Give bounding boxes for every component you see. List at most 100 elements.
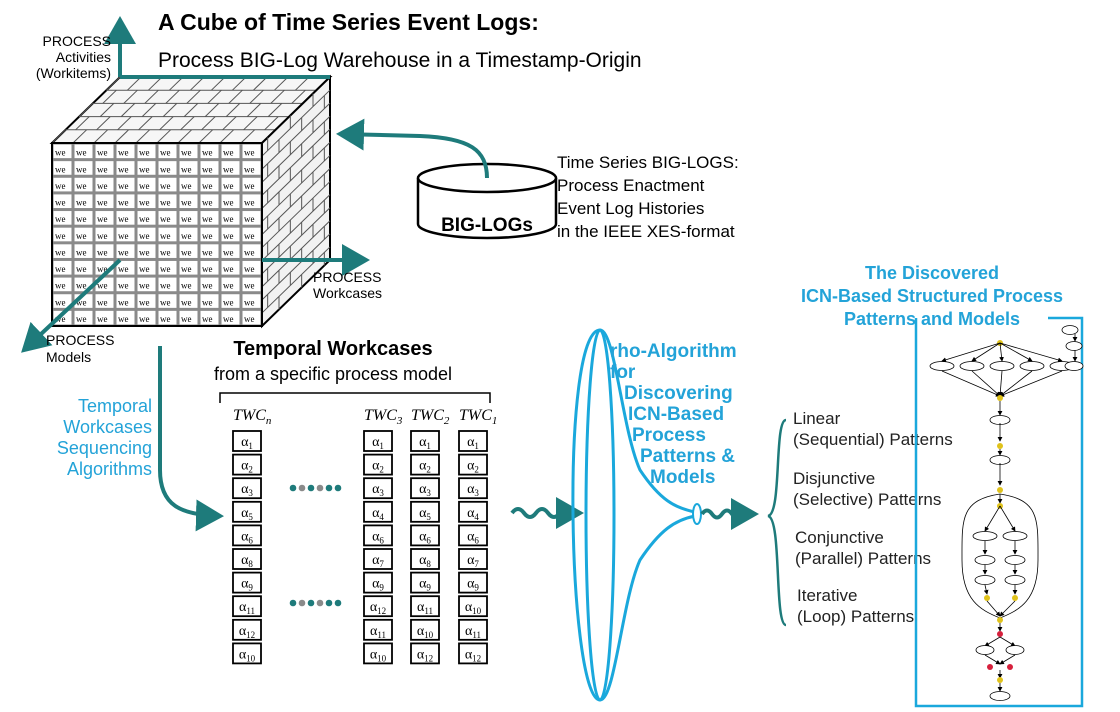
cube-cell-text: we — [160, 314, 171, 324]
twc-activity-label: α12 — [417, 647, 433, 663]
rho-label-3: Discovering — [624, 383, 733, 404]
axis-workcases-label-1: PROCESS — [313, 269, 381, 285]
rho-label: rho-Algorithm for Discovering ICN-Based … — [610, 341, 737, 488]
icn-flow — [941, 342, 1001, 363]
twc-activity-box — [232, 524, 262, 547]
cube-cell — [116, 161, 135, 175]
cube-cell-text: we — [202, 148, 213, 158]
pattern-conjunctive-1: Conjunctive — [795, 528, 884, 547]
cube-cell-text: we — [76, 297, 87, 307]
cube-top-bricks — [51, 76, 317, 144]
pattern-conjunctive-2: (Parallel) Patterns — [795, 549, 931, 568]
ellipsis-dot — [298, 484, 306, 492]
cube-side-brick-line — [261, 102, 331, 170]
twc-activity-box — [410, 524, 440, 547]
cube-top-brick-joint — [51, 129, 66, 144]
cube-top-brick-joint — [249, 89, 264, 104]
cube-cell — [95, 211, 114, 225]
twc-activity-index: 9 — [248, 583, 253, 593]
cube-cell — [74, 227, 93, 242]
twc-activity-label: α6 — [419, 529, 431, 545]
cube-cell — [53, 294, 72, 308]
twc-activity-box — [410, 477, 440, 500]
biglog-description-1: Time Series BIG-LOGS: — [557, 153, 739, 172]
cube-cell — [221, 177, 240, 192]
cube-cell-text: we — [202, 181, 213, 191]
twc-activity-index: 11 — [377, 630, 386, 640]
cube-cell — [53, 227, 72, 242]
cube-cell — [221, 211, 240, 225]
twc-activity-label: α11 — [239, 600, 255, 616]
twc-activity-box — [410, 430, 440, 452]
icn-loop — [961, 493, 1039, 619]
cube-cell — [137, 211, 156, 225]
diagram-title: A Cube of Time Series Event Logs: — [158, 9, 539, 35]
icn-flow — [999, 370, 1033, 397]
icn-activity-node — [1019, 361, 1045, 371]
cube-top-brick-joint — [264, 116, 279, 131]
twc-activity-label: α10 — [239, 647, 256, 663]
pattern-disjunctive-2: (Selective) Patterns — [793, 490, 941, 509]
twc-activity-label: α12 — [239, 624, 255, 640]
twc-activity-label: α10 — [417, 624, 434, 640]
twc-activity-index: 9 — [426, 583, 431, 593]
twc-activity-box — [410, 618, 440, 641]
twc-activity-box — [232, 500, 262, 523]
cube-top-brick-joint — [291, 89, 306, 104]
cube-cell — [74, 144, 93, 159]
twc-label-text: TWC — [411, 407, 444, 424]
cube-cell-text: we — [181, 247, 192, 257]
twc-activity-alpha: α — [241, 506, 249, 521]
cube-top-brick-joint — [156, 129, 171, 144]
biglog-description-3: Event Log Histories — [557, 199, 704, 218]
funnel-outline — [571, 328, 697, 702]
cube-top-brick-joint — [186, 89, 201, 104]
cube-cell-text: we — [97, 281, 108, 291]
cube-cell-text: we — [244, 297, 255, 307]
sequencing-label-4: Algorithms — [67, 459, 152, 479]
cube-cell-text: we — [55, 247, 66, 257]
cube-cell-text: we — [181, 181, 192, 191]
twc-activity-alpha: α — [241, 482, 249, 497]
cube-cell — [158, 194, 177, 209]
twc-activity-label: α12 — [370, 600, 386, 616]
cube-cell-text: we — [76, 264, 87, 274]
cube-cell-text: we — [223, 281, 234, 291]
twc-activity-label: α11 — [417, 600, 433, 616]
twc-activity-alpha: α — [465, 600, 473, 615]
biglog-description: Time Series BIG-LOGS: Process Enactment … — [557, 153, 739, 241]
icn-gateway — [997, 631, 1003, 637]
cube-cell — [179, 177, 198, 192]
twc-activity-alpha: α — [372, 553, 380, 568]
cube-side-brick-line — [261, 233, 331, 301]
twc-activity-index: 6 — [379, 535, 384, 545]
cube-top-brick-joint — [165, 89, 180, 104]
cube-cell — [116, 194, 135, 209]
patterns-brace — [767, 418, 788, 627]
cube-cell-text: we — [181, 198, 192, 208]
twc-activity-index: 2 — [248, 465, 253, 475]
cube-cell-text: we — [223, 247, 234, 257]
cube-top-brick-joint — [228, 89, 243, 104]
twc-activity-label: α4 — [467, 506, 479, 522]
cube-cell — [179, 144, 198, 159]
cube-cell-text: we — [181, 164, 192, 174]
rho-label-6: Patterns & — [640, 446, 735, 467]
twc-activity-index: 2 — [474, 465, 479, 475]
twc-activity-index: 6 — [474, 535, 479, 545]
icn-activity-node — [989, 691, 1011, 701]
rho-label-1: rho-Algorithm — [610, 341, 737, 362]
ellipsis-dot — [307, 599, 315, 607]
twc-activity-box — [232, 548, 262, 570]
twc-activity-label: α9 — [241, 577, 253, 593]
cube-cell — [95, 194, 114, 209]
cube-cell-text: we — [118, 281, 129, 291]
cube-cell — [179, 161, 198, 175]
icn-flow — [971, 342, 1001, 362]
cube-side-brick-line — [261, 194, 331, 262]
icn-process-model — [929, 325, 1084, 701]
twc-activity-index: 6 — [248, 535, 253, 545]
wavy-arrow — [510, 497, 584, 529]
icn-gateway — [997, 395, 1003, 401]
